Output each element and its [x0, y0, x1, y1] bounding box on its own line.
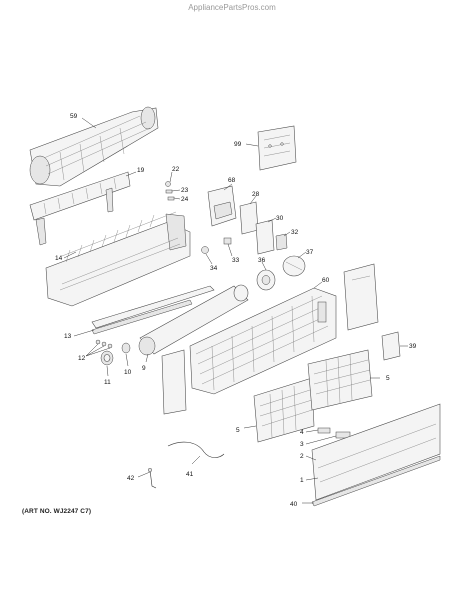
part-41-wire-harness: [167, 441, 225, 458]
callout-23: 23: [181, 187, 189, 194]
part-5-filter-left: [253, 377, 315, 443]
callout-9: 9: [142, 365, 146, 372]
part-28-pcb-bracket: [239, 201, 259, 235]
part-9-blower-wheel: [138, 284, 249, 356]
callout-3: 3: [300, 441, 304, 448]
callout-42: 42: [127, 475, 135, 482]
callout-28: 28: [252, 191, 260, 198]
callout-12: 12: [78, 355, 86, 362]
left-side-bracket: [161, 349, 187, 415]
callout-5-left: 5: [236, 427, 240, 434]
callout-1: 1: [300, 477, 304, 484]
part-59-blower-housing: [29, 106, 159, 187]
watermark-text: AppliancePartsPros.com: [188, 3, 276, 12]
callout-30: 30: [276, 215, 284, 222]
part-40-bottom-strip: [311, 455, 441, 507]
callout-39: 39: [409, 343, 417, 350]
part-68-control-box: [207, 185, 237, 227]
part-42-clamp: [147, 467, 157, 489]
callout-33: 33: [232, 257, 240, 264]
part-3-display-board: [335, 431, 351, 439]
right-side-bracket: [343, 263, 379, 331]
callout-59: 59: [70, 113, 78, 120]
part-37-step-motor: [282, 255, 306, 277]
leader-lines: [63, 117, 408, 504]
callout-22: 22: [172, 166, 180, 173]
callout-11: 11: [104, 379, 111, 386]
art-number: (ART NO. WJ2247 C7): [22, 508, 92, 515]
callout-19: 19: [137, 167, 145, 174]
callout-13: 13: [64, 333, 72, 340]
part-1-front-panel: [311, 403, 441, 501]
part-5-filter-right: [307, 349, 373, 411]
part-19-louver-frame: [29, 171, 131, 246]
part-22-screw: [165, 181, 171, 187]
callout-24: 24: [181, 196, 189, 203]
callout-37: 37: [306, 249, 314, 256]
part-39-bracket: [381, 331, 401, 361]
callout-40: 40: [290, 501, 298, 508]
part-60-evaporator-coil: [189, 287, 337, 395]
callout-labels: 59 99 22 19 23 24 68 28 30 32 37 14 34 3…: [55, 113, 417, 508]
part-4-display-bracket: [317, 427, 331, 434]
callout-60: 60: [322, 277, 330, 284]
callout-41: 41: [186, 471, 194, 478]
callout-99: 99: [234, 141, 242, 148]
part-14-chassis-base: [45, 211, 191, 307]
callout-34: 34: [210, 265, 218, 272]
part-34-fitting: [201, 246, 209, 254]
callout-10: 10: [124, 369, 132, 376]
part-10-bearing: [121, 342, 131, 354]
part-24-clip: [167, 196, 175, 201]
callout-2: 2: [300, 453, 304, 460]
part-33-connector: [223, 237, 232, 245]
callout-68: 68: [228, 177, 236, 184]
callout-4: 4: [300, 429, 304, 436]
part-23-clip: [165, 189, 173, 194]
callout-32: 32: [291, 229, 299, 236]
part-11-motor-mount: [100, 350, 114, 366]
callout-14: 14: [55, 255, 63, 262]
part-32-cover: [275, 233, 288, 251]
part-30-terminal-board: [255, 219, 275, 255]
part-36-fan-motor: [256, 269, 276, 291]
callout-36: 36: [258, 257, 266, 264]
callout-5-right: 5: [386, 375, 390, 382]
part-99-mounting-plate: [257, 125, 297, 171]
